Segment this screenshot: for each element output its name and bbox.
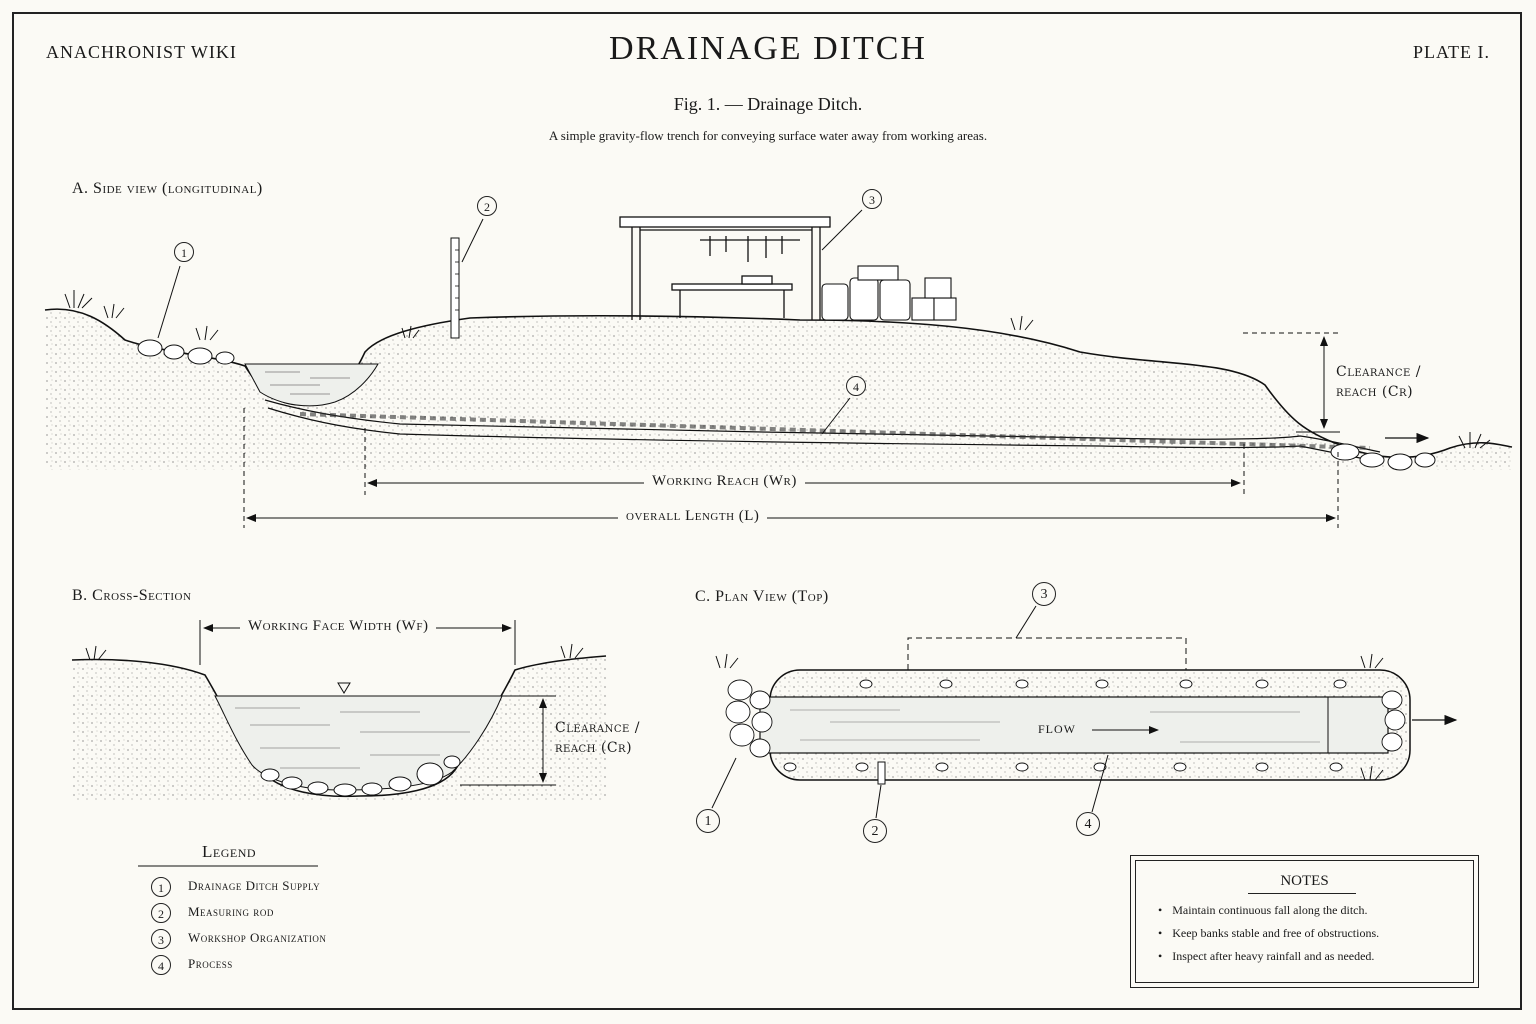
figure-caption: Fig. 1. — Drainage Ditch. — [673, 94, 863, 114]
cross-section-label: B. Cross-Section — [72, 587, 192, 604]
side-view-label: A. Side view (longitudinal) — [72, 180, 263, 197]
side-view-drawing — [44, 209, 1513, 528]
plan-callout-4: 4 — [1076, 812, 1100, 836]
notes-title-rule — [1248, 893, 1356, 894]
notes-title: NOTES — [1280, 873, 1329, 889]
legend-title: Legend — [202, 842, 257, 861]
plan-callout-2: 2 — [863, 819, 887, 843]
plan-view-drawing — [711, 605, 1458, 819]
note-item: Keep banks stable and free of obstructio… — [1158, 926, 1379, 941]
cross-clearance-line2: reach (Cr) — [555, 740, 633, 756]
legend-num-3: 3 — [151, 929, 171, 949]
legend-num-2: 2 — [151, 903, 171, 923]
callout-2: 2 — [477, 196, 497, 216]
notes-inner-frame: NOTES Maintain continuous fall along the… — [1135, 860, 1474, 983]
working-reach-label: Working Reach (Wr) — [644, 473, 805, 490]
page-title: DRAINAGE DITCH — [609, 30, 927, 67]
plate-number: PLATE I. — [1413, 42, 1490, 62]
legend-item-3: Workshop Organization — [188, 930, 327, 945]
callout-1: 1 — [174, 242, 194, 262]
note-item: Inspect after heavy rainfall and as need… — [1158, 949, 1379, 964]
legend-num-4: 4 — [151, 955, 171, 975]
note-item: Maintain continuous fall along the ditch… — [1158, 903, 1379, 918]
overall-length-label: overall Length (L) — [618, 508, 768, 525]
plate-frame — [12, 12, 1522, 1010]
legend-item-2: Measuring rod — [188, 904, 274, 919]
plan-view-label: C. Plan View (Top) — [695, 588, 829, 605]
face-width-label: Working Face Width (Wf) — [240, 618, 437, 635]
wiki-name: ANACHRONIST WIKI — [46, 42, 237, 62]
cross-section-drawing — [71, 620, 607, 800]
figure-subtitle: A simple gravity-flow trench for conveyi… — [548, 128, 988, 143]
notes-box: NOTES Maintain continuous fall along the… — [1130, 855, 1479, 988]
plan-callout-1: 1 — [696, 809, 720, 833]
cross-clearance-line1: Clearance / — [555, 720, 640, 736]
legend-item-4: Process — [188, 956, 233, 971]
legend-item-1: Drainage Ditch Supply — [188, 878, 321, 893]
flow-label: FLOW — [1038, 722, 1076, 736]
callout-4: 4 — [846, 376, 866, 396]
legend-num-1: 1 — [151, 877, 171, 897]
plan-callout-3: 3 — [1032, 582, 1056, 606]
notes-list: Maintain continuous fall along the ditch… — [1158, 903, 1379, 972]
side-clearance-line2: reach (Cr) — [1336, 384, 1414, 400]
callout-3: 3 — [862, 189, 882, 209]
side-clearance-line1: Clearance / — [1336, 364, 1421, 380]
